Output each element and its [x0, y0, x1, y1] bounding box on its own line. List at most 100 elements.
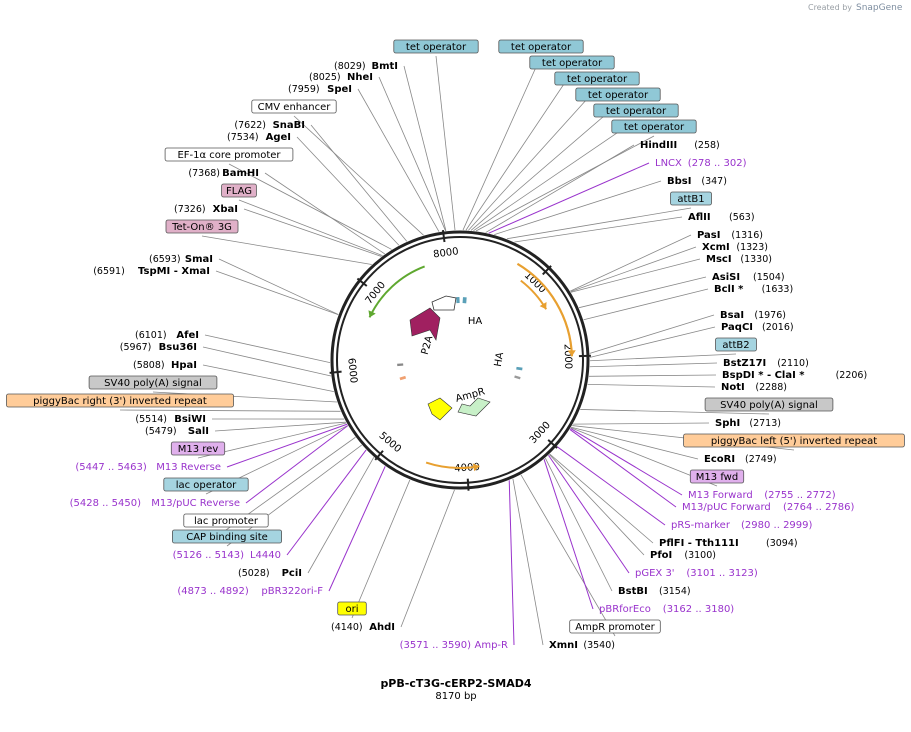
annotation-name: pGEX 3' — [635, 568, 675, 579]
annotation-name: SphI — [715, 418, 740, 429]
annotation-position: (7959) — [288, 84, 320, 95]
feature-box-label: attB2 — [722, 340, 749, 351]
annotation-box: CMV enhancer — [251, 99, 337, 114]
annotation-name: AsiSI — [712, 272, 740, 283]
annotation-name: AhdI — [369, 622, 395, 633]
annotation-position: (8025) — [309, 72, 341, 83]
leader-line — [549, 453, 654, 544]
annotation-name: MscI — [706, 254, 732, 265]
annotation-enzyme: BsiWI(5514) — [135, 414, 206, 425]
annotation-name: BbsI — [667, 176, 691, 187]
annotation-name: XcmI — [702, 242, 730, 253]
leader-line — [465, 71, 573, 231]
leader-line — [286, 449, 367, 556]
annotation-enzyme: XcmI (1323) — [702, 242, 768, 253]
annotation-position: (3540) — [583, 640, 615, 651]
leader-line — [485, 144, 635, 233]
leader-line — [571, 426, 699, 460]
leader-line — [218, 258, 339, 315]
annotation-enzyme: BstZ17I(2110) — [723, 358, 809, 369]
annotation-name: HpaI — [171, 360, 197, 371]
annotation-name: AflII — [688, 212, 711, 223]
annotation-position: (4140) — [331, 622, 363, 633]
annotation-enzyme: AsiSI(1504) — [712, 272, 785, 283]
leader-line — [587, 383, 716, 388]
annotation-enzyme: PflFI - Tth111I(3094) — [659, 538, 798, 549]
annotation-position: (2206) — [836, 370, 868, 381]
annotation-enzyme: BstBI(3154) — [618, 586, 691, 597]
feature-box — [88, 375, 218, 390]
feature-box — [611, 119, 697, 134]
annotation-enzyme: AgeI(7534) — [227, 132, 291, 143]
leader-line — [589, 353, 737, 362]
annotation-box: lac operator — [163, 477, 249, 492]
annotation-position: (258) — [694, 140, 720, 151]
feature-box-label: tet operator — [567, 74, 628, 85]
annotation-enzyme: SphI(2713) — [715, 418, 781, 429]
leader-line — [589, 326, 716, 358]
annotation-name: M13/pUC Reverse — [151, 498, 240, 509]
annotation-position: (5479) — [145, 426, 177, 437]
annotation-position: (3154) — [659, 586, 691, 597]
annotation-name: BspDI * - ClaI * — [722, 370, 805, 381]
feature-box — [575, 87, 661, 102]
feature-box — [683, 433, 905, 448]
annotation-name: SmaI — [185, 254, 213, 265]
leader-line — [570, 427, 683, 496]
leader-line — [215, 270, 339, 316]
annotation-position: (1323) — [736, 242, 768, 253]
feature-box — [165, 219, 239, 234]
annotation-name: L4440 — [250, 550, 281, 561]
annotation-position: (5126 .. 5143) — [173, 550, 245, 561]
annotation-position: (1976) — [754, 310, 786, 321]
feature-box-label: CMV enhancer — [258, 102, 332, 113]
annotation-position: (6101) — [135, 330, 167, 341]
feature-box — [251, 99, 337, 114]
annotation-primer: M13/pUC Forward(2764 .. 2786) — [682, 502, 855, 513]
annotation-position: (2749) — [745, 454, 777, 465]
annotation-name: PaqCI — [721, 322, 753, 333]
annotation-box: tet operator — [498, 39, 584, 54]
annotation-position: (6591) — [93, 266, 125, 277]
feature-box-label: piggyBac right (3') inverted repeat — [33, 396, 207, 407]
annotation-name: Bsu36I — [159, 342, 197, 353]
annotation-position: (278 .. 302) — [688, 158, 747, 169]
annotation-position: (2755 .. 2772) — [764, 490, 836, 501]
leader-line — [520, 474, 616, 637]
annotation-position: (7368) — [188, 168, 220, 179]
plasmid-length: 8170 bp — [435, 691, 476, 702]
feature-box-label: AmpR promoter — [575, 622, 655, 633]
leader-line — [470, 103, 619, 231]
leader-line — [573, 422, 710, 425]
feature-box — [183, 513, 269, 528]
annotation-name: NotI — [721, 382, 745, 393]
annotation-position: (2288) — [755, 382, 787, 393]
feature-box-label: ori — [345, 604, 358, 615]
leader-line — [494, 180, 662, 235]
annotation-name: EcoRI — [704, 454, 735, 465]
annotation-position: (3101 .. 3123) — [686, 568, 758, 579]
annotation-box: ori — [337, 601, 367, 616]
annotation-box: AmpR promoter — [569, 619, 661, 634]
leader-line — [475, 135, 655, 232]
annotation-name: BsaI — [720, 310, 744, 321]
annotation-enzyme: Bsu36I(5967) — [120, 342, 197, 353]
annotation-name: LNCX — [655, 158, 682, 169]
annotation-position: (5808) — [133, 360, 165, 371]
leader-line — [570, 246, 697, 293]
annotation-position: (3100) — [684, 550, 716, 561]
annotation-box: lac promoter — [183, 513, 269, 528]
annotation-position: (2764 .. 2786) — [783, 502, 855, 513]
leader-line — [214, 421, 346, 432]
p2a-arrow — [409, 307, 441, 341]
annotation-position: (8029) — [334, 61, 366, 72]
annotation-position: (2980 .. 2999) — [741, 520, 813, 531]
annotation-name: XbaI — [213, 204, 238, 215]
annotation-box: SV40 poly(A) signal — [704, 397, 834, 412]
leader-line — [245, 425, 349, 504]
annotation-position: (5447 .. 5463) — [75, 462, 147, 473]
feature-box-label: EF-1α core promoter — [177, 150, 281, 161]
annotation-box: tet operator — [593, 103, 679, 118]
tick-mark — [441, 229, 446, 243]
annotation-box: tet operator — [611, 119, 697, 134]
